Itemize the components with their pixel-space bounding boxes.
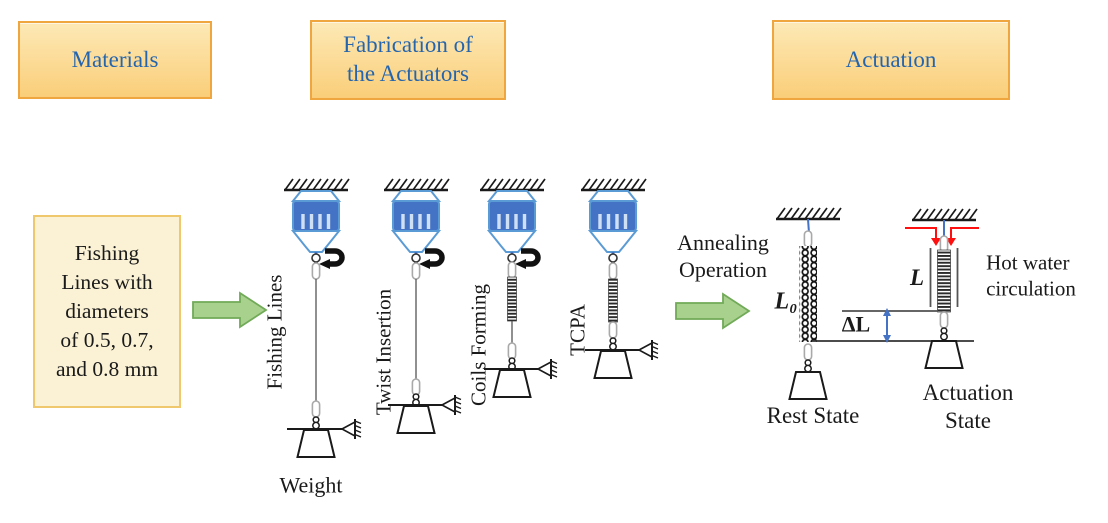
line-connector (411, 378, 421, 396)
header-box-materials: Materials (18, 21, 212, 99)
ceiling-support-icon (282, 177, 351, 192)
weight-icon (788, 371, 828, 400)
line-connector (608, 321, 618, 339)
apparatus-coils-forming (478, 177, 558, 398)
ceiling-support-icon (478, 177, 547, 192)
label-delta-length: ΔL (841, 311, 871, 337)
line-connector (939, 311, 949, 329)
twist-rotation-icon (515, 251, 538, 269)
apparatus-twist-insertion (382, 177, 462, 434)
weight-icon (492, 369, 532, 398)
wall-anchor-icon (341, 418, 362, 440)
coil-actuator-contracted (937, 249, 951, 313)
actuation-state-assembly (842, 207, 979, 369)
label-twist-insertion: Twist Insertion (371, 288, 396, 416)
label-rest-state: Rest State (766, 402, 860, 428)
line-connector (803, 230, 813, 248)
line-connector (608, 262, 618, 280)
flow-arrow-icon (675, 293, 750, 329)
line-connector (507, 261, 517, 279)
label-hot-water-circulation: Hot water circulation (986, 250, 1076, 300)
label-initial-length: L₀ (774, 288, 798, 315)
wall-anchor-icon (638, 339, 659, 361)
apparatus-tcpa (579, 177, 659, 379)
label-coils-forming: Coils Forming (466, 284, 491, 406)
weight-icon (924, 340, 964, 369)
link-icon (609, 337, 617, 351)
label-annealing-operation: Annealing Operation (677, 230, 769, 282)
weight-icon (296, 429, 336, 458)
header-box-actuation: Actuation (772, 20, 1010, 100)
ceiling-support-icon (382, 177, 451, 192)
label-weight: Weight (279, 472, 343, 498)
ceiling-support-icon (774, 206, 843, 221)
label-actuation-state: Actuation State (922, 379, 1014, 433)
link-icon (940, 327, 948, 341)
motor-icon (588, 189, 638, 261)
coil-segment (507, 276, 517, 322)
line-connector (311, 400, 321, 418)
twist-rotation-icon (419, 251, 442, 269)
delta-length-arrow-icon (883, 308, 891, 343)
weight-icon (396, 405, 436, 434)
hot-water-inlet-icons (905, 227, 979, 246)
label-tcpa: TCPA (565, 304, 590, 356)
label-loaded-length: L (909, 264, 925, 290)
apparatus-fishing-lines (282, 177, 362, 458)
weight-icon (593, 350, 633, 379)
ceiling-support-icon (910, 207, 979, 222)
materials-description-box: Fishing Lines with diameters of 0.5, 0.7… (33, 215, 181, 408)
line-connector (803, 343, 813, 361)
header-box-fabrication: Fabrication of the Actuators (310, 20, 506, 100)
flow-arrow-icon (192, 292, 267, 328)
link-icon (312, 416, 320, 430)
wall-anchor-icon (441, 394, 462, 416)
coil-actuator-rest (799, 246, 817, 342)
line-connector (311, 262, 321, 280)
link-icon (804, 359, 812, 373)
label-fishing-lines: Fishing Lines (262, 274, 287, 390)
wall-anchor-icon (537, 358, 558, 380)
line-connector (939, 235, 949, 253)
line-connector (411, 262, 421, 280)
line-connector (507, 342, 517, 360)
ceiling-support-icon (579, 177, 648, 192)
twist-rotation-icon (319, 251, 342, 269)
coil-segment (608, 278, 618, 323)
